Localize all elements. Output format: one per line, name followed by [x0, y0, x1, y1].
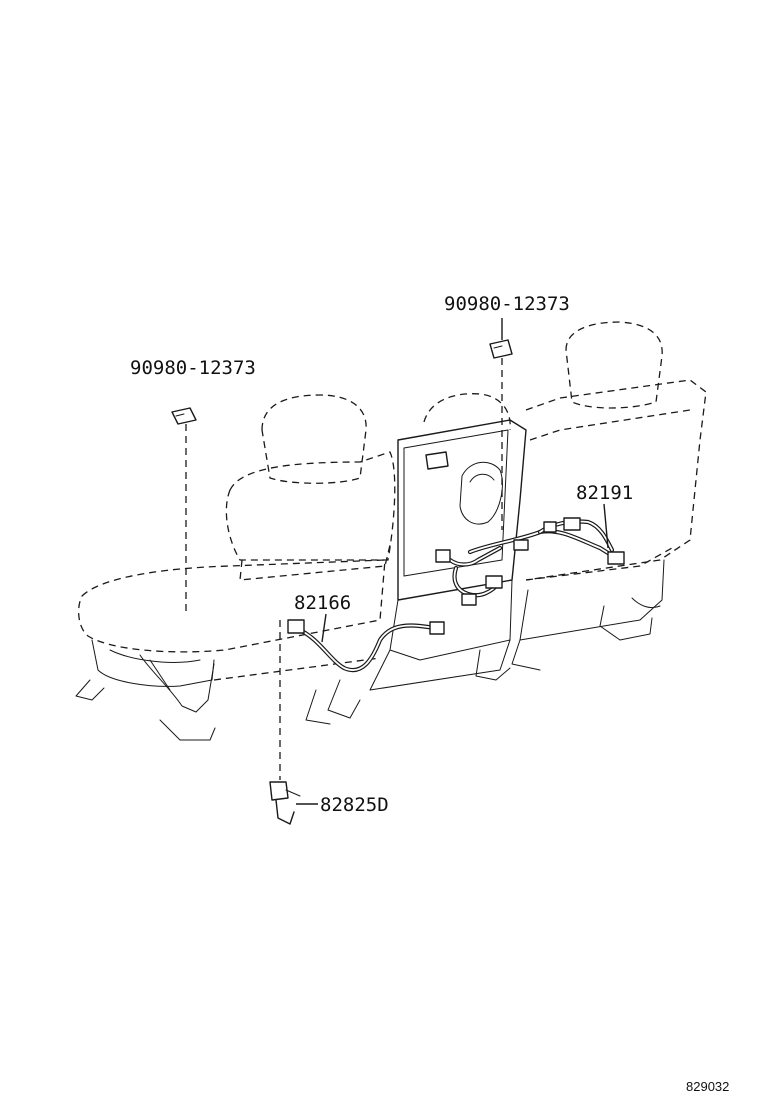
leader-harness-center	[321, 613, 327, 643]
callout-clip-right: 90980-12373	[444, 293, 570, 315]
figure-id: 829032	[686, 1079, 729, 1094]
clip-part-right	[489, 339, 513, 530]
wire-harness-82191	[435, 517, 625, 606]
left-seat-frame	[75, 639, 381, 741]
left-seat-outline	[77, 394, 396, 653]
center-seatback	[305, 393, 527, 725]
wire-harness-82166	[287, 619, 445, 673]
callout-harness-right: 82191	[576, 482, 633, 504]
clip-part-left	[171, 407, 197, 612]
callout-clip-left: 90980-12373	[130, 357, 256, 379]
callout-connector: 82825D	[320, 794, 389, 816]
callout-harness-center: 82166	[294, 592, 351, 614]
connector-82825d	[269, 620, 301, 825]
right-seat-outline	[511, 321, 707, 671]
leader-harness-right	[603, 503, 609, 549]
